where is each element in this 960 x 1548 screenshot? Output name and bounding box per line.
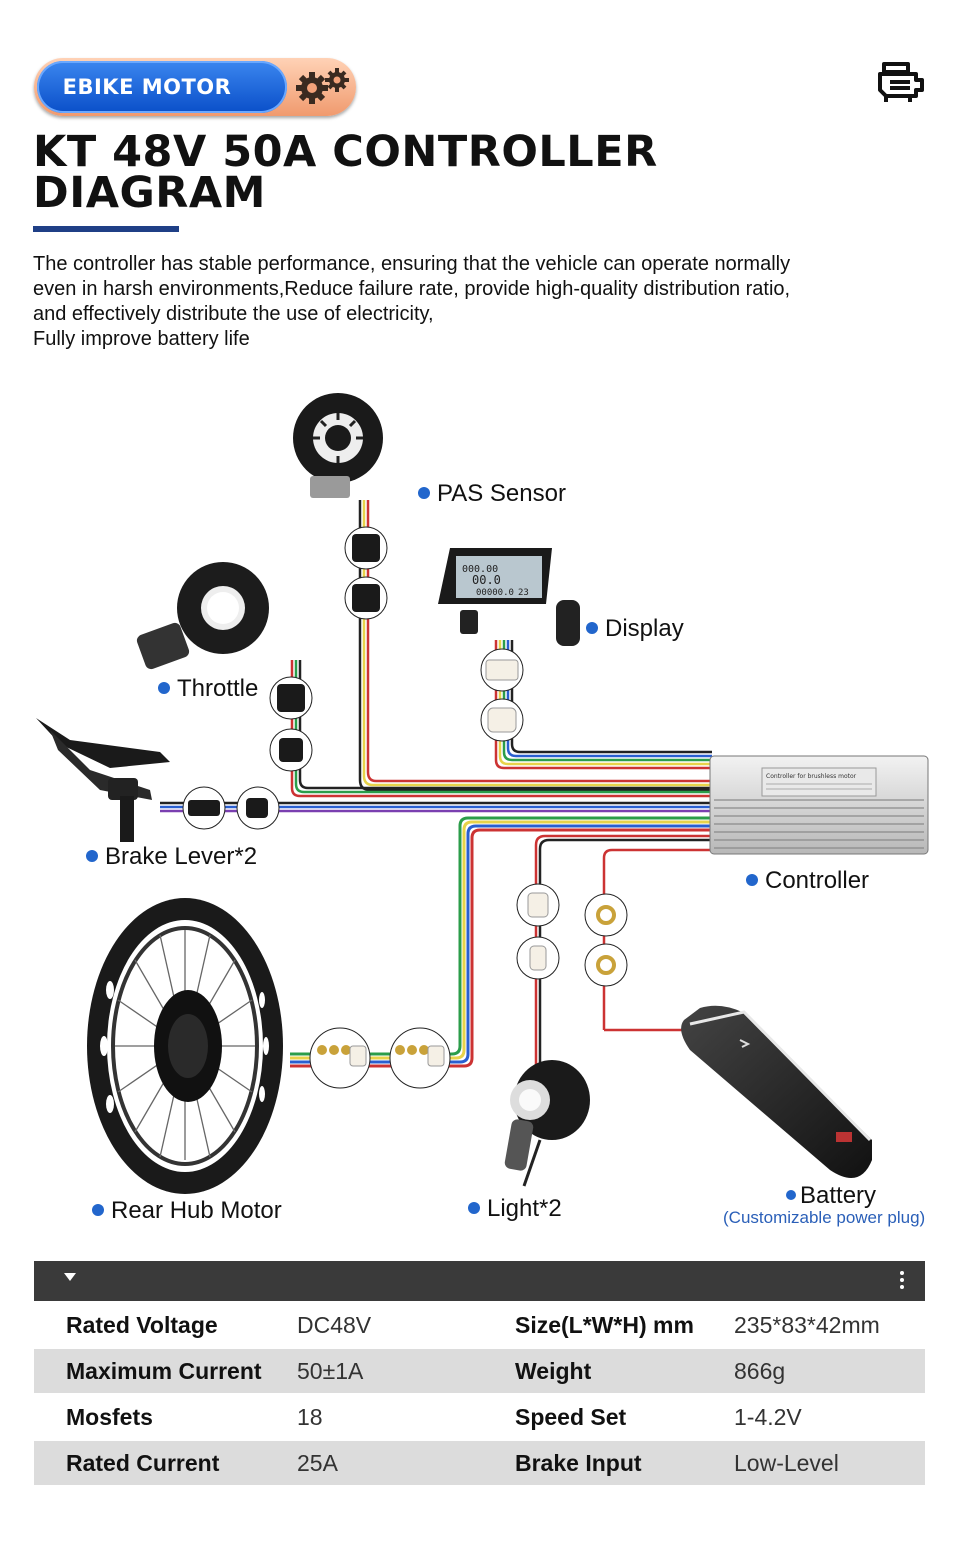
light-connectors xyxy=(516,883,560,980)
light-label: Light*2 xyxy=(468,1195,562,1223)
spec-value: 866g xyxy=(734,1358,786,1384)
brand-badge: EBIKE MOTOR xyxy=(34,58,356,116)
spec-key: Weight xyxy=(515,1358,592,1384)
bullet-dot xyxy=(786,1189,796,1200)
description-line: The controller has stable performance, e… xyxy=(33,253,791,275)
battery-image xyxy=(681,1005,872,1178)
spec-value: 18 xyxy=(297,1404,323,1430)
rear-hub-motor-label: Rear Hub Motor xyxy=(92,1197,282,1225)
pas-sensor-image xyxy=(293,393,383,498)
spec-key: Mosfets xyxy=(66,1404,153,1430)
brake-lever-label: Brake Lever*2 xyxy=(86,843,257,871)
throttle-cable xyxy=(290,660,712,798)
bullet-dot xyxy=(92,1203,104,1216)
spec-row: Mosfets 18 Speed Set 1-4.2V xyxy=(34,1395,925,1439)
spec-key: Rated Current xyxy=(66,1450,220,1476)
brake-lever-image xyxy=(36,718,170,842)
battery-note: (Customizable power plug) xyxy=(723,1208,926,1227)
description-line: and effectively distribute the use of el… xyxy=(33,303,434,325)
rear-hub-motor-label-text: Rear Hub Motor xyxy=(111,1197,282,1224)
display-odo-readout: 00000.0 xyxy=(476,588,514,598)
controller-label: Controller xyxy=(746,867,869,895)
bullet-dot xyxy=(468,1201,480,1214)
controller-image: Controller for brushless motor xyxy=(709,755,929,855)
engine-icon xyxy=(878,62,924,102)
bullet-dot xyxy=(418,486,430,499)
spec-row: Rated Current 25A Brake Input Low-Level xyxy=(34,1441,925,1485)
spec-value: 25A xyxy=(297,1450,338,1476)
display-connectors xyxy=(480,648,524,742)
description-line: Fully improve battery life xyxy=(33,328,250,350)
light-cable xyxy=(534,834,712,1080)
display-top-readout: 000.00 xyxy=(462,564,498,575)
display-speed-readout: 00.0 xyxy=(472,573,501,587)
chevron-down-icon[interactable] xyxy=(64,1273,76,1281)
display-label-text: Display xyxy=(605,615,684,642)
battery-label-text: Battery xyxy=(800,1182,877,1209)
spec-value: DC48V xyxy=(297,1312,372,1338)
brake-lever-label-text: Brake Lever*2 xyxy=(105,843,258,870)
page-title-line1: KT 48V 50A CONTROLLER xyxy=(33,127,658,177)
spec-key: Rated Voltage xyxy=(66,1312,218,1338)
pas-cable xyxy=(358,500,712,792)
display-image: 000.00 00.0 00000.0 23 xyxy=(438,548,580,646)
light-image xyxy=(504,1060,590,1187)
spec-row: Rated Voltage DC48V Size(L*W*H) mm 235*8… xyxy=(34,1303,925,1347)
light-label-text: Light*2 xyxy=(487,1195,562,1222)
pas-sensor-label-text: PAS Sensor xyxy=(437,480,566,507)
spec-row: Maximum Current 50±1A Weight 866g xyxy=(34,1349,925,1393)
throttle-connectors xyxy=(269,676,313,772)
brand-badge-text: EBIKE MOTOR xyxy=(62,75,232,99)
controller-plate-text: Controller for brushless motor xyxy=(766,773,857,780)
bullet-dot xyxy=(86,849,98,862)
display-level-readout: 23 xyxy=(518,588,529,598)
page-title-line2: DIAGRAM xyxy=(33,168,266,218)
throttle-label-text: Throttle xyxy=(177,675,259,702)
description: The controller has stable performance, e… xyxy=(33,252,913,352)
battery-terminals xyxy=(584,893,628,987)
rear-hub-motor-image xyxy=(87,898,283,1194)
bullet-dot xyxy=(746,873,758,886)
spec-value: 1-4.2V xyxy=(734,1404,802,1430)
title-underline xyxy=(33,226,179,232)
spec-key: Brake Input xyxy=(515,1450,642,1476)
bullet-dot xyxy=(586,621,598,634)
spec-key: Speed Set xyxy=(515,1404,627,1430)
battery-label: Battery xyxy=(786,1182,876,1210)
brand-badge-blue: EBIKE MOTOR xyxy=(37,61,287,113)
spec-table-header xyxy=(34,1261,925,1301)
spec-value: Low-Level xyxy=(734,1450,839,1476)
bullet-dot xyxy=(158,681,170,694)
controller-label-text: Controller xyxy=(765,867,870,894)
throttle-image xyxy=(136,562,269,670)
pas-connectors xyxy=(344,526,388,620)
battery-cable xyxy=(602,848,712,1032)
wiring-diagram: 000.00 00.0 00000.0 23 xyxy=(36,393,929,1194)
spec-key: Size(L*W*H) mm xyxy=(515,1312,694,1338)
brake-connectors xyxy=(182,786,280,830)
motor-connectors xyxy=(309,1027,451,1089)
more-vertical-icon[interactable] xyxy=(900,1271,904,1289)
motor-cable xyxy=(290,816,712,1068)
page-title: KT 48V 50A CONTROLLER DIAGRAM xyxy=(33,127,733,218)
display-label: Display xyxy=(586,615,684,643)
throttle-label: Throttle xyxy=(158,675,258,703)
display-cable xyxy=(494,640,712,770)
spec-value: 235*83*42mm xyxy=(734,1312,880,1338)
spec-key: Maximum Current xyxy=(66,1358,262,1384)
spec-value: 50±1A xyxy=(297,1358,364,1384)
pas-sensor-label: PAS Sensor xyxy=(418,480,566,508)
gears-icon xyxy=(296,68,349,104)
description-line: even in harsh environments,Reduce failur… xyxy=(33,278,791,300)
